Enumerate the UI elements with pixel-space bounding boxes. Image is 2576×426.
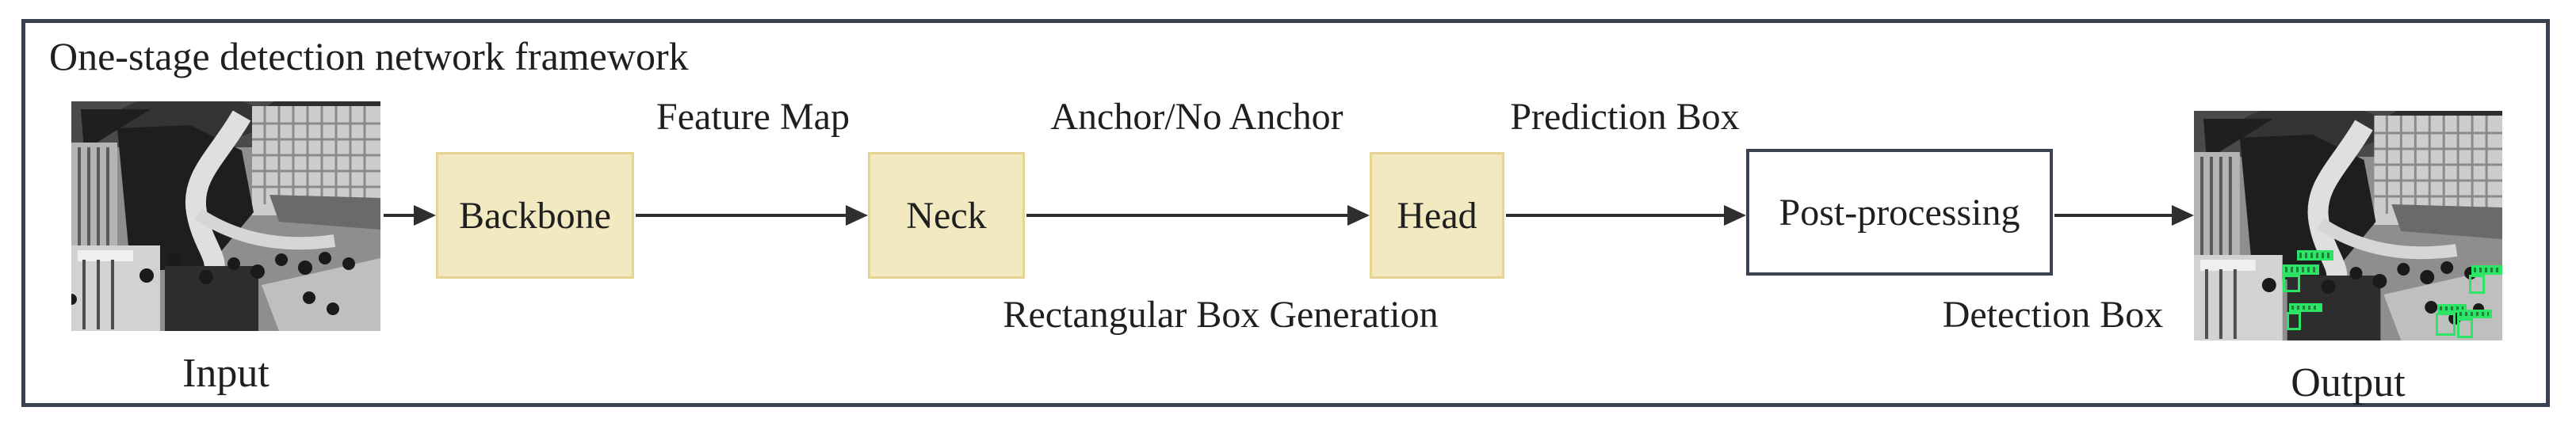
node-neck: Neck bbox=[868, 152, 1025, 279]
detection-tag bbox=[2289, 303, 2322, 312]
output-image bbox=[2194, 111, 2502, 340]
flow-label-anchor: Anchor/No Anchor bbox=[1050, 96, 1343, 138]
node-backbone: Backbone bbox=[436, 152, 634, 279]
detection-overlay bbox=[2194, 111, 2502, 340]
flow-label-detection-box: Detection Box bbox=[1942, 294, 2164, 336]
frame-title: One-stage detection network framework bbox=[49, 34, 689, 78]
node-backbone-label: Backbone bbox=[459, 194, 611, 237]
aerial-scene-graphic bbox=[71, 101, 380, 331]
detection-box bbox=[2469, 275, 2485, 294]
arrow-line bbox=[1026, 214, 1349, 217]
arrow-head-icon bbox=[414, 205, 436, 226]
detection-tag bbox=[2297, 250, 2333, 261]
flow-label-prediction-box: Prediction Box bbox=[1510, 96, 1740, 138]
detection-tag bbox=[2471, 265, 2502, 275]
detection-tag bbox=[2283, 264, 2319, 275]
output-caption: Output bbox=[2291, 360, 2406, 405]
node-neck-label: Neck bbox=[906, 194, 987, 237]
flow-label-feature-map: Feature Map bbox=[656, 96, 850, 138]
flow-label-rect-box-generation: Rectangular Box Generation bbox=[1003, 294, 1439, 336]
detection-tag bbox=[2457, 310, 2492, 318]
node-head-label: Head bbox=[1397, 194, 1477, 237]
arrow-head-icon bbox=[2172, 205, 2194, 226]
node-post-processing: Post-processing bbox=[1746, 149, 2053, 276]
arrow-head-icon bbox=[1347, 205, 1370, 226]
detection-box bbox=[2283, 275, 2300, 292]
input-caption: Input bbox=[182, 351, 269, 396]
node-head: Head bbox=[1370, 152, 1504, 279]
arrow-head-icon bbox=[1724, 205, 1746, 226]
detection-box bbox=[2287, 312, 2301, 330]
detection-box bbox=[2457, 318, 2473, 338]
input-image bbox=[71, 101, 380, 331]
arrow-line bbox=[1506, 214, 1726, 217]
arrow-line bbox=[636, 214, 849, 217]
arrow-line bbox=[384, 214, 419, 217]
detection-tag bbox=[2437, 304, 2467, 313]
arrow-head-icon bbox=[846, 205, 868, 226]
node-post-processing-label: Post-processing bbox=[1779, 191, 2020, 234]
arrow-line bbox=[2054, 214, 2175, 217]
detection-box bbox=[2436, 313, 2456, 336]
